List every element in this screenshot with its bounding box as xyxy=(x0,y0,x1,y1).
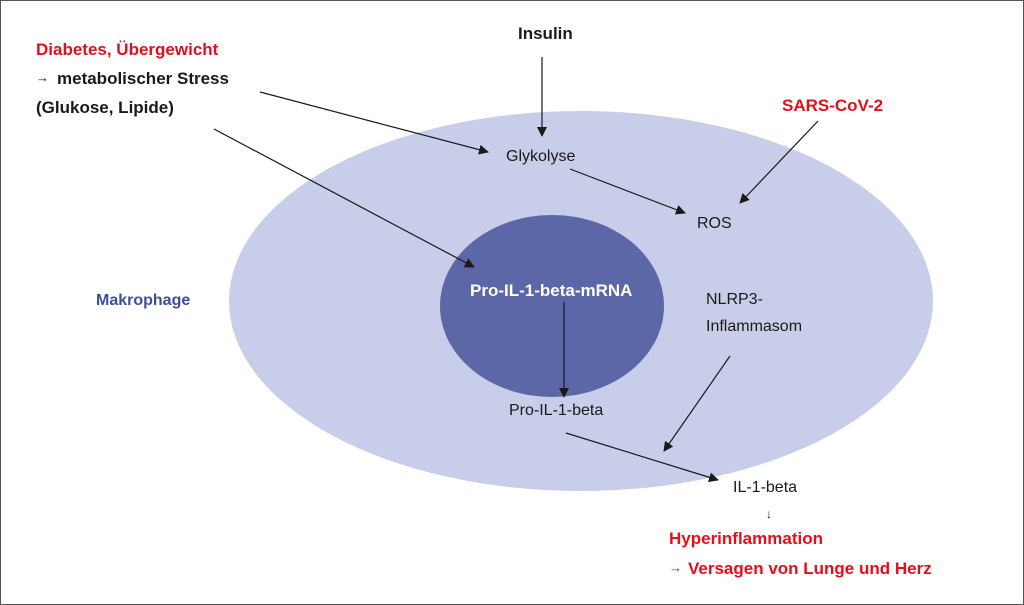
trigger-label-glukose: (Glukose, Lipide) xyxy=(36,98,174,117)
trigger-label-diabetes: Diabetes, Übergewicht xyxy=(36,40,219,59)
nucleus xyxy=(440,215,664,397)
arrow-sars-ros xyxy=(739,120,819,204)
arrow-stress-mrna xyxy=(213,128,475,268)
arrow-glykolyse-ros xyxy=(569,168,686,215)
ros-label: ROS xyxy=(697,215,732,232)
arrow-right-icon: → xyxy=(36,70,49,85)
outcome-hyperinflammation: Hyperinflammation xyxy=(669,529,823,548)
outcome-organ-failure: → Versagen von Lunge und Herz xyxy=(669,559,932,579)
mrna-label: Pro-IL-1-beta-mRNA xyxy=(470,281,633,300)
outcome-organ-failure-text: Versagen von Lunge und Herz xyxy=(688,559,932,578)
trigger-stress-text: metabolischer Stress xyxy=(57,69,229,88)
pro-il1b-label: Pro-IL-1-beta xyxy=(509,402,604,419)
il1b-label: IL-1-beta xyxy=(733,479,798,496)
glykolyse-label: Glykolyse xyxy=(506,148,576,165)
sars-cov-2-label: SARS-CoV-2 xyxy=(782,96,884,115)
trigger-label-stress: → metabolischer Stress xyxy=(36,69,229,89)
insulin-label: Insulin xyxy=(518,24,573,43)
arrow-down-icon: ↓ xyxy=(766,507,772,521)
nlrp3-label-line2: Inflammasom xyxy=(706,318,803,335)
arrow-proil1b-il1b xyxy=(565,432,719,483)
arrow-nlrp3-il1b xyxy=(663,355,731,452)
nlrp3-label-line1: NLRP3- xyxy=(706,291,763,308)
arrow-stress-glykolyse xyxy=(259,91,489,155)
makrophage-label: Makrophage xyxy=(96,292,191,309)
arrow-right-icon: → xyxy=(669,560,682,575)
